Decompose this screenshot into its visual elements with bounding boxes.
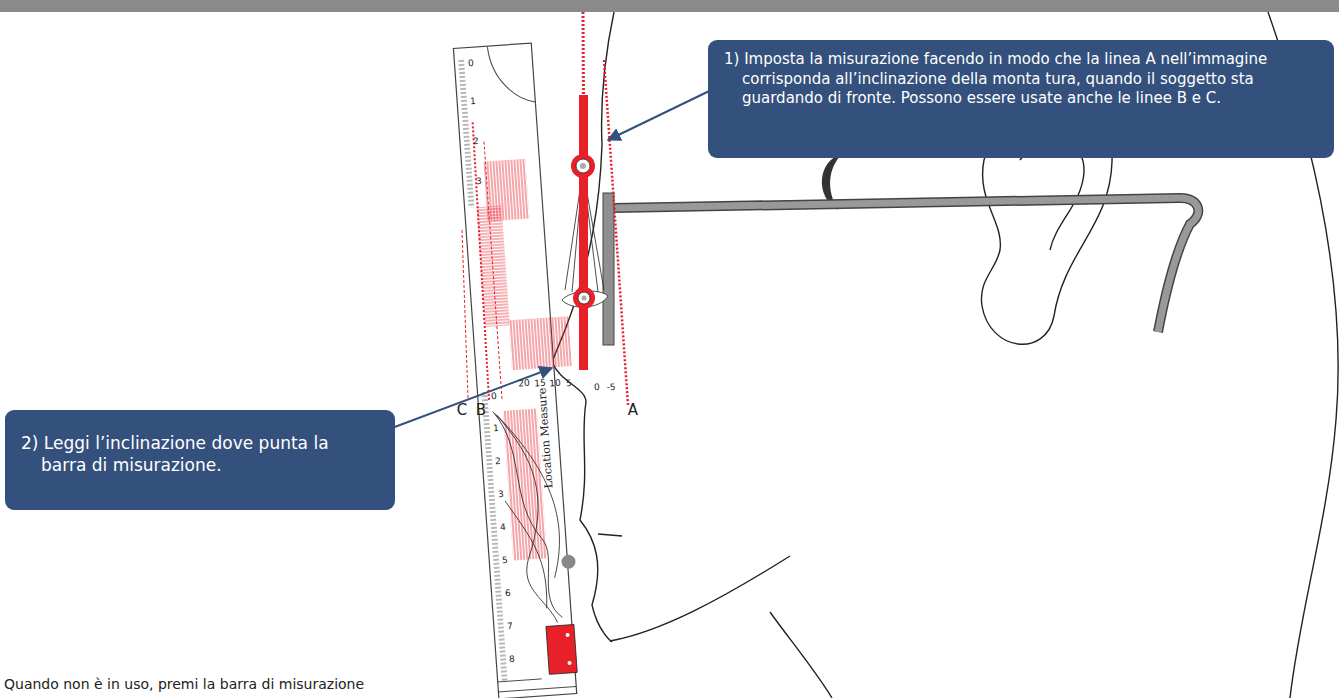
scale-number: -5 bbox=[606, 383, 616, 393]
reference-lines bbox=[462, 12, 628, 405]
spectacle-frame bbox=[603, 193, 1198, 345]
line-letter: B bbox=[476, 402, 486, 419]
scale-number: 5 bbox=[566, 379, 572, 389]
head-outline bbox=[552, 12, 1338, 698]
callout-text: 2) Leggi l’inclinazione dove punta la ba… bbox=[41, 432, 377, 476]
scale-number: 4 bbox=[500, 523, 506, 533]
scale-number: 8 bbox=[509, 655, 515, 665]
top-bar bbox=[0, 0, 1339, 12]
scale-number: 20 bbox=[518, 379, 530, 390]
line-letter: A bbox=[628, 402, 638, 419]
scale-number: 0 bbox=[491, 391, 497, 401]
scale-number: 1 bbox=[493, 424, 499, 434]
scale-number: 3 bbox=[497, 490, 503, 500]
leader-arrow bbox=[392, 80, 732, 428]
scale-number: 2 bbox=[473, 137, 479, 147]
line-letter: C bbox=[457, 402, 467, 419]
note-text: Quando non è in uso, premi la barra di m… bbox=[4, 677, 364, 692]
measuring-bar bbox=[562, 95, 608, 370]
callout-text: 1) Imposta la misurazione facendo in mod… bbox=[742, 50, 1318, 109]
callout-box: 1) Imposta la misurazione facendo in mod… bbox=[708, 40, 1334, 158]
scale-number: 5 bbox=[502, 556, 508, 566]
scale-number: 10 bbox=[549, 379, 561, 390]
scale-number: 3 bbox=[476, 177, 482, 187]
scale-number: 2 bbox=[495, 457, 501, 467]
scale-number: 0 bbox=[594, 383, 600, 393]
scale-number: 1 bbox=[470, 97, 476, 107]
scale-number: 7 bbox=[507, 622, 513, 632]
callout-box: 2) Leggi l’inclinazione dove punta la ba… bbox=[5, 410, 395, 510]
scale-number: 6 bbox=[504, 589, 510, 599]
measuring-gauge bbox=[453, 42, 594, 698]
scale-number: 0 bbox=[467, 59, 473, 69]
